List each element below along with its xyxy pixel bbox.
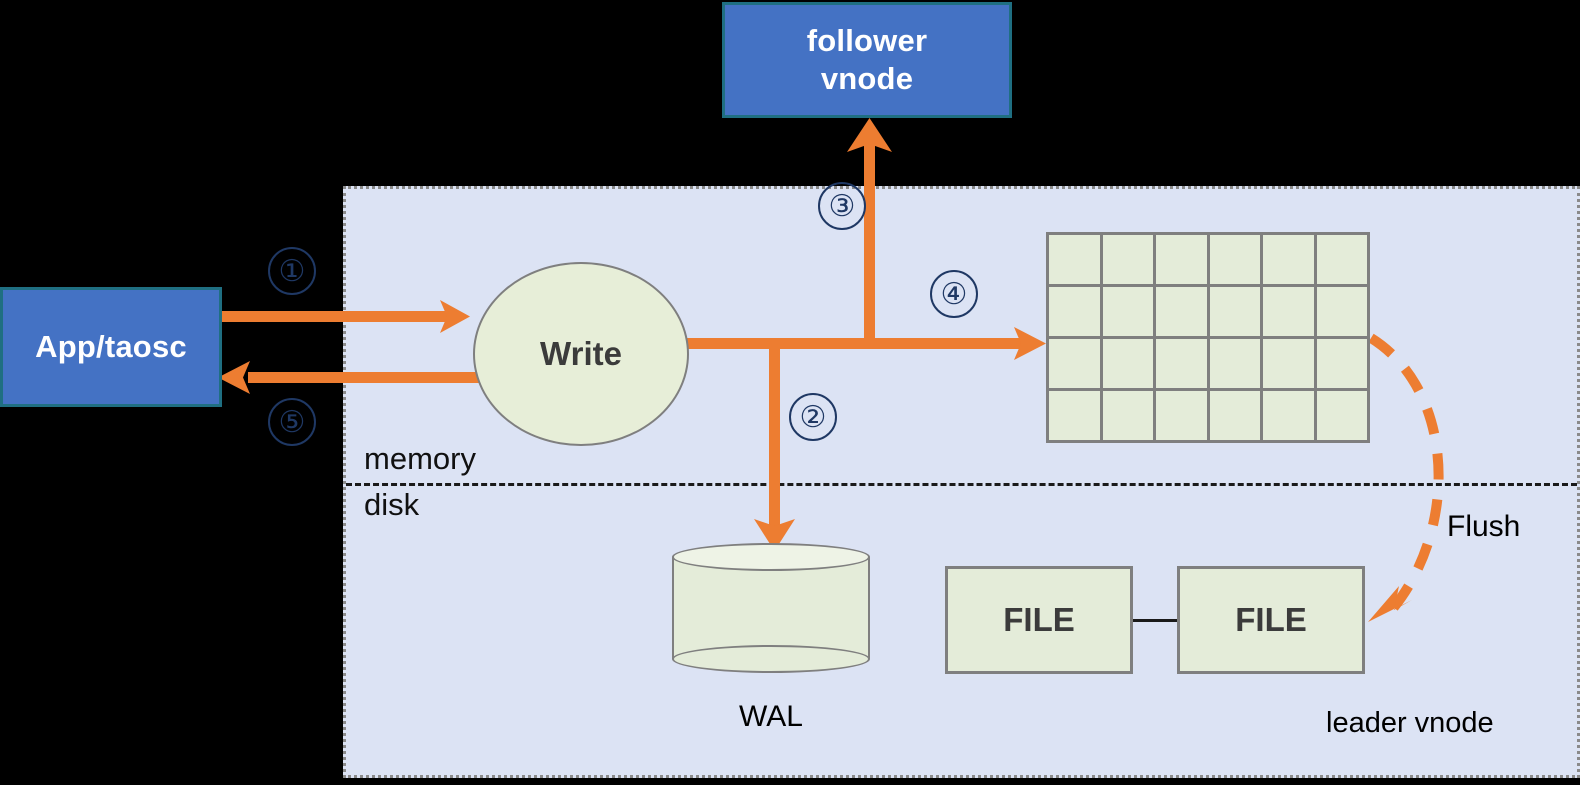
file-link-connector [1133,619,1177,622]
follower-vnode-label: follower vnode [807,22,927,98]
step-badge-3: ③ [818,182,866,230]
follower-vnode-label-line2: vnode [820,61,914,96]
memtable-cell [1102,287,1153,336]
memtable-cell [1102,391,1153,440]
follower-vnode-label-line1: follower [806,23,928,59]
memtable-cell [1263,391,1314,440]
memtable-cell [1102,235,1153,284]
follower-vnode-box[interactable]: follower vnode [722,2,1012,118]
edge-write-trunk [680,338,1026,349]
edge-app-to-write-shaft [222,311,452,322]
memtable-cell [1156,391,1207,440]
memtable-cell [1049,235,1100,284]
wal-cylinder-top [672,543,870,571]
memtable-cell [1156,287,1207,336]
file-box-2-label: FILE [1235,601,1307,638]
wal-cylinder-bottom [672,645,870,673]
memtable-cell [1209,287,1260,336]
memtable-cell [1209,235,1260,284]
file-box-1-label: FILE [1003,601,1075,638]
memtable-cell [1049,287,1100,336]
step-badge-2: ② [789,393,837,441]
arrowhead-write-to-app [218,361,250,394]
wal-cylinder [672,543,870,673]
memtable-cell [1156,339,1207,388]
disk-zone-label: disk [364,487,420,522]
memory-disk-divider [346,483,1577,486]
memtable-cell [1102,339,1153,388]
memtable-cell [1209,339,1260,388]
file-box-1[interactable]: FILE [945,566,1133,674]
memtable-grid [1046,232,1370,443]
app-taosc-box[interactable]: App/taosc [0,287,222,407]
memtable-cell [1316,235,1367,284]
write-node[interactable]: Write [473,262,689,446]
memtable-cell [1263,339,1314,388]
leader-vnode-label: leader vnode [1326,707,1494,739]
memtable-cell [1316,287,1367,336]
memtable-cell [1209,391,1260,440]
edge-to-wal-shaft [769,338,780,529]
memory-zone-label: memory [364,441,476,476]
memtable-cell [1049,339,1100,388]
memtable-cell [1156,235,1207,284]
step-badge-4: ④ [930,270,978,318]
wal-label: WAL [739,700,803,733]
wal-cylinder-body [672,557,870,659]
write-node-label: Write [540,335,622,372]
memtable-cell [1316,391,1367,440]
step-badge-1: ① [268,247,316,295]
flush-label: Flush [1447,510,1521,543]
edge-write-to-app-shaft [248,372,480,383]
edge-to-follower-shaft [864,134,875,344]
file-box-2[interactable]: FILE [1177,566,1365,674]
memtable-cell [1263,287,1314,336]
memtable-cell [1263,235,1314,284]
app-taosc-label: App/taosc [35,329,187,365]
memtable-cell [1316,339,1367,388]
memtable-cell [1049,391,1100,440]
step-badge-5: ⑤ [268,398,316,446]
